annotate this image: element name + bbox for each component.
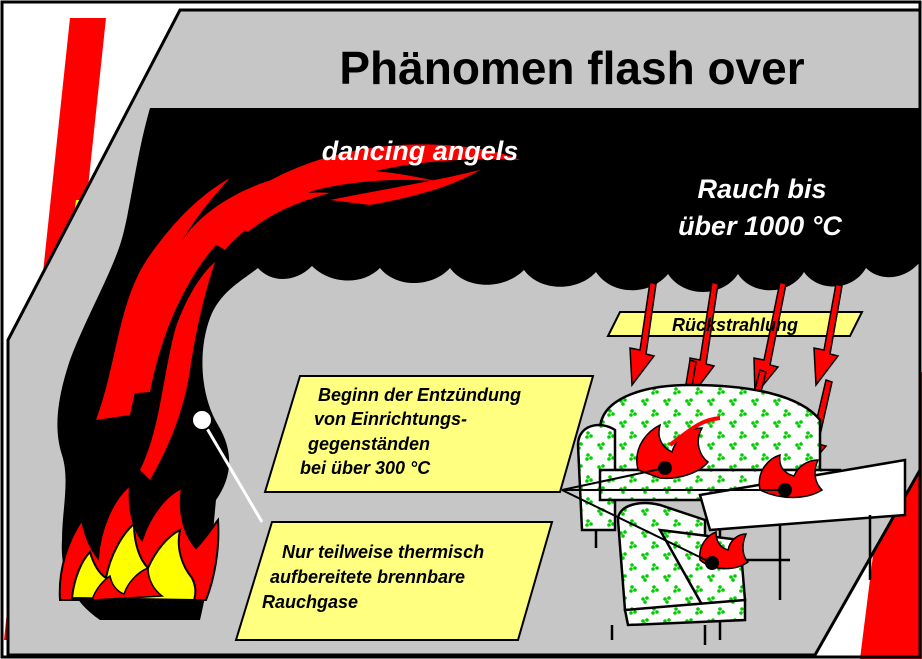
page-title: Phänomen flash over: [339, 42, 804, 94]
smoke-temperature-line2: über 1000 °C: [678, 211, 842, 241]
smoke-temperature-line1: Rauch bis: [697, 174, 826, 204]
ignition-label-line1: Beginn der Entzündung: [318, 385, 521, 405]
ignition-label-line3: gegenständen: [307, 434, 430, 454]
gases-label-line2: aufbereitete brennbare: [270, 567, 465, 587]
dancing-angels-label: dancing angels: [322, 136, 519, 166]
gases-label-line1: Nur teilweise thermisch: [282, 542, 484, 562]
ignition-label-line2: von Einrichtungs-: [314, 409, 467, 429]
pointer-pin-icon: [192, 410, 212, 430]
gases-label-line3: Rauchgase: [262, 592, 358, 612]
radiation-label: Rückstrahlung: [672, 315, 798, 335]
ignition-label-line4: bei über 300 °C: [300, 458, 431, 478]
